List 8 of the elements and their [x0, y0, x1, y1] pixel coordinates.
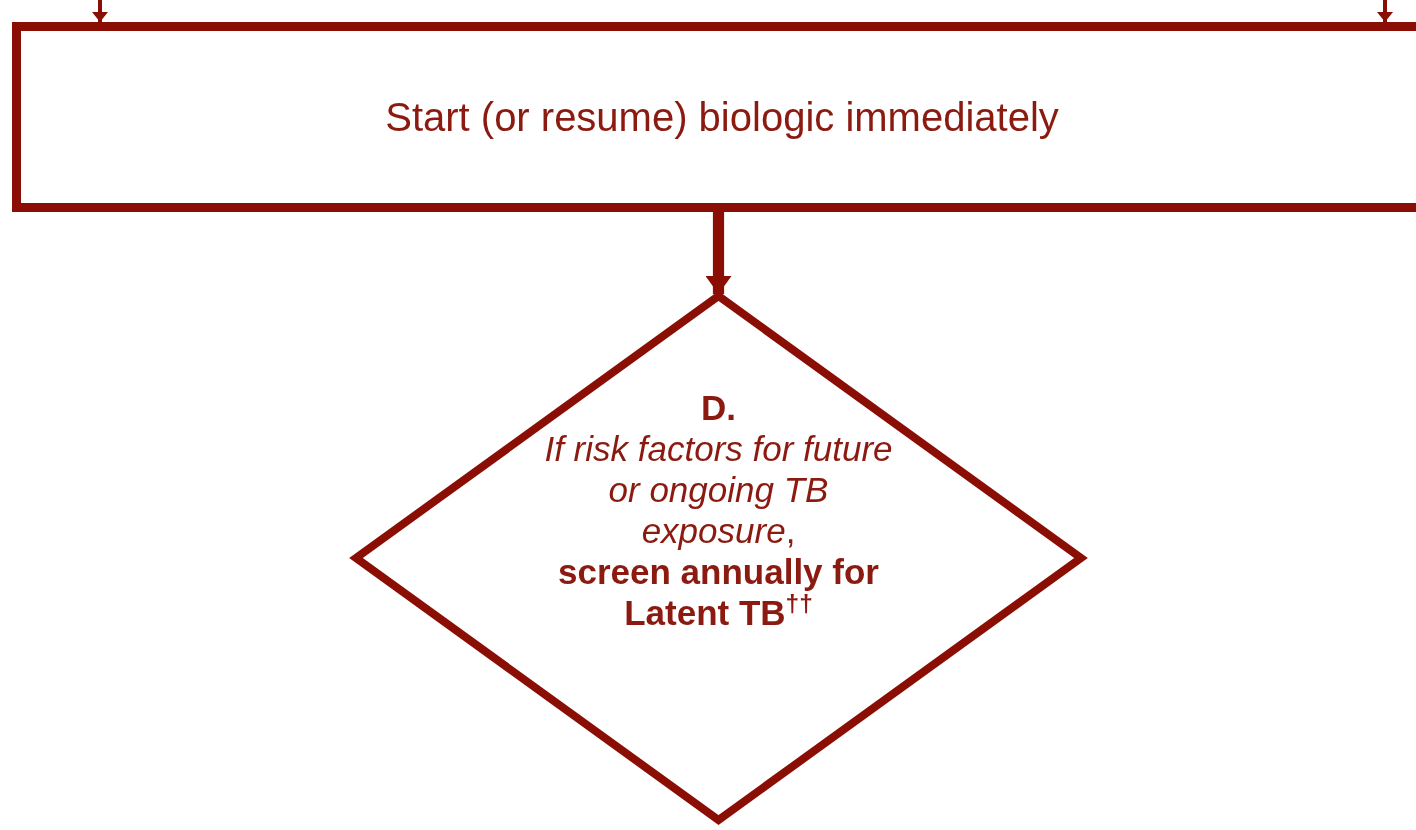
arrow [92, 0, 108, 22]
arrow [705, 212, 732, 294]
process-box [12, 22, 1416, 212]
step-label: D. [700, 388, 737, 429]
arrow [1377, 0, 1393, 22]
process-text: Start (or resume) biologic immediately [385, 94, 1059, 140]
decision-diamond [352, 292, 1085, 824]
decision-text: screen annually for Latent TB$^{††}$ [557, 551, 880, 634]
